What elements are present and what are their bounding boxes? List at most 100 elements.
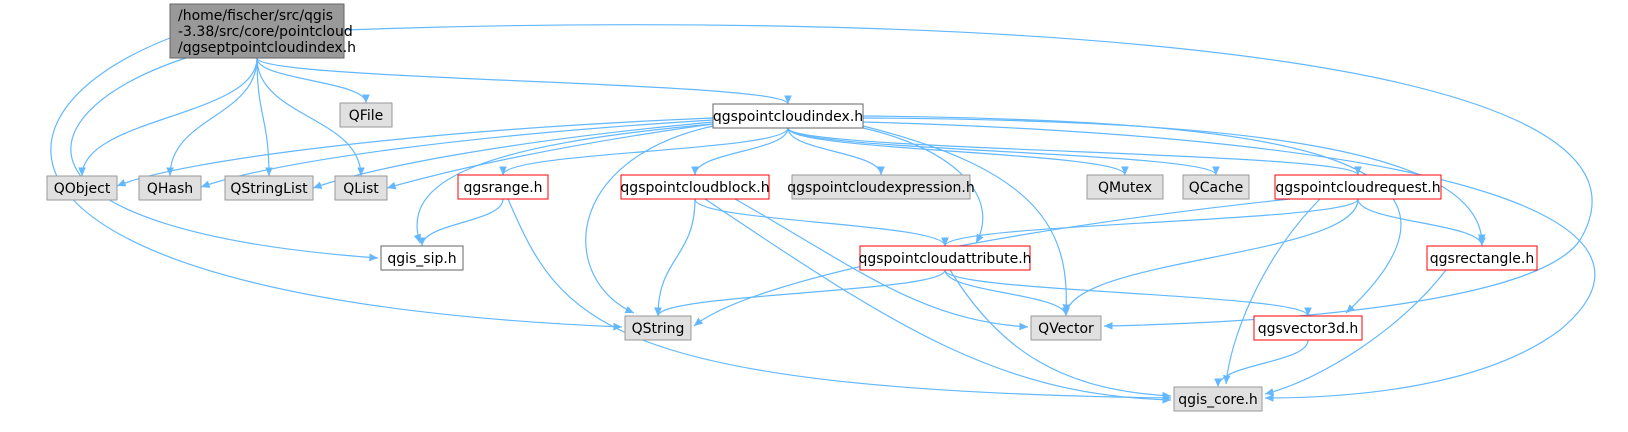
- edge-root-to-qfile: [256, 57, 370, 104]
- node-layer: /home/fischer/src/qgis-3.38/src/core/poi…: [46, 3, 1538, 412]
- edge-index-to-qmutex: [787, 127, 1129, 176]
- node-qvector-box: [1030, 315, 1102, 341]
- node-block-label: qgspointcloudblock.h: [620, 180, 769, 196]
- node-attr-label: qgspointcloudattribute.h: [858, 251, 1031, 267]
- edge-attr-to-vec3d: [944, 269, 1312, 317]
- edge-block-to-qvector: [734, 198, 1029, 331]
- edge-range-to-core: [507, 198, 1172, 402]
- edge-index-to-qstring: [585, 125, 714, 314]
- edge-block-to-attr: [694, 198, 949, 247]
- edge-index-to-sip: [413, 123, 714, 244]
- node-request-label: qgspointcloudrequest.h: [1275, 180, 1440, 196]
- node-qlist-label: QList: [343, 181, 379, 197]
- node-qobject-box: [46, 175, 118, 201]
- edge-root-to-qstring: [50, 37, 623, 331]
- node-qstringlist-box: [224, 175, 314, 201]
- node-qstring-box: [624, 315, 692, 341]
- node-rect-label: qgsrectangle.h: [1430, 251, 1534, 267]
- edge-block-to-qstring: [654, 198, 696, 317]
- edge-request-to-rect: [1357, 198, 1486, 247]
- node-core-box: [1173, 386, 1263, 412]
- node-root-label-line: /qgseptpointcloudindex.h: [178, 40, 356, 56]
- node-index-label: qgspointcloudindex.h: [713, 109, 863, 125]
- edge-request-to-qvector: [1062, 198, 1359, 317]
- node-qfile[interactable]: QFile: [339, 102, 393, 128]
- node-root-box: [169, 3, 345, 59]
- node-vec3d-label: qgsvector3d.h: [1258, 321, 1359, 337]
- node-sip-label: qgis_sip.h: [387, 251, 456, 267]
- node-index-box: [712, 103, 864, 129]
- edge-layer: [50, 24, 1596, 404]
- node-qhash-label: QHash: [147, 181, 193, 197]
- node-attr[interactable]: qgspointcloudattribute.h: [858, 245, 1032, 271]
- edge-root-to-sip: [70, 55, 379, 262]
- edge-attr-to-core: [949, 269, 1172, 400]
- edge-range-to-sip: [418, 198, 504, 247]
- node-qcache-box: [1182, 174, 1250, 200]
- node-core-label: qgis_core.h: [1178, 392, 1258, 408]
- node-block-box: [620, 174, 770, 200]
- node-qstringlist[interactable]: QStringList: [224, 175, 314, 201]
- node-qhash-box: [138, 175, 202, 201]
- node-expr[interactable]: qgspointcloudexpression.h: [787, 174, 975, 200]
- node-rect-box: [1426, 245, 1538, 271]
- edge-index-to-qobject: [116, 117, 714, 187]
- node-qlist-box: [334, 175, 388, 201]
- node-qstringlist-label: QStringList: [230, 181, 308, 197]
- node-root-label-line: /home/fischer/src/qgis: [178, 8, 333, 24]
- node-block[interactable]: qgspointcloudblock.h: [620, 174, 770, 200]
- node-qstring-label: QString: [632, 321, 685, 337]
- node-range[interactable]: qgsrange.h: [457, 174, 549, 200]
- edge-index-to-expr: [787, 127, 885, 176]
- node-qhash[interactable]: QHash: [138, 175, 202, 201]
- node-range-label: qgsrange.h: [463, 180, 542, 196]
- node-range-box: [457, 174, 549, 200]
- node-request-box: [1274, 174, 1442, 200]
- edge-index-to-vec3d: [862, 115, 1402, 314]
- node-qlist[interactable]: QList: [334, 175, 388, 201]
- edge-root-to-index: [256, 57, 792, 105]
- edge-root-to-qstringlist: [256, 57, 273, 177]
- node-qobject-label: QObject: [54, 181, 111, 197]
- edge-attr-to-qvector: [944, 269, 1070, 317]
- node-rect[interactable]: qgsrectangle.h: [1426, 245, 1538, 271]
- node-qfile-label: QFile: [349, 108, 383, 124]
- edge-index-to-qvector: [862, 125, 1071, 314]
- node-core[interactable]: qgis_core.h: [1173, 386, 1263, 412]
- node-qmutex-box: [1086, 174, 1164, 200]
- edge-index-to-qcache: [787, 127, 1220, 176]
- node-qcache[interactable]: QCache: [1182, 174, 1250, 200]
- node-index[interactable]: qgspointcloudindex.h: [712, 103, 864, 129]
- node-sip-box: [380, 245, 464, 271]
- node-qvector-label: QVector: [1038, 321, 1094, 337]
- node-attr-box: [859, 245, 1031, 271]
- edge-rect-to-core: [1264, 269, 1447, 396]
- edge-vec3d-to-core: [1214, 339, 1309, 388]
- node-request[interactable]: qgspointcloudrequest.h: [1274, 174, 1442, 200]
- node-qobject[interactable]: QObject: [46, 175, 118, 201]
- node-sip[interactable]: qgis_sip.h: [380, 245, 464, 271]
- edge-request-to-attr: [941, 198, 1359, 247]
- edge-index-to-qlist: [386, 123, 714, 190]
- node-vec3d-box: [1253, 315, 1363, 341]
- edge-block-to-core: [704, 198, 1172, 404]
- node-qmutex[interactable]: QMutex: [1086, 174, 1164, 200]
- node-vec3d[interactable]: qgsvector3d.h: [1253, 315, 1363, 341]
- edge-index-to-core: [862, 121, 1596, 402]
- edge-root-to-qvector: [343, 24, 1593, 330]
- edge-index-to-block: [691, 127, 789, 176]
- node-qmutex-label: QMutex: [1098, 180, 1152, 196]
- edge-attr-to-qstring: [654, 269, 946, 317]
- edge-request-to-core: [1222, 198, 1321, 385]
- node-qfile-box: [339, 102, 393, 128]
- node-root-label-line: -3.38/src/core/pointcloud: [178, 24, 353, 40]
- node-root-file[interactable]: /home/fischer/src/qgis-3.38/src/core/poi…: [169, 3, 356, 59]
- node-qvector[interactable]: QVector: [1030, 315, 1102, 341]
- edge-index-to-rect: [862, 117, 1486, 244]
- node-expr-label: qgspointcloudexpression.h: [787, 180, 975, 196]
- node-qstring[interactable]: QString: [624, 315, 692, 341]
- node-expr-box: [791, 174, 971, 200]
- edge-root-to-qhash: [166, 57, 258, 177]
- edge-root-to-qobject: [78, 57, 258, 177]
